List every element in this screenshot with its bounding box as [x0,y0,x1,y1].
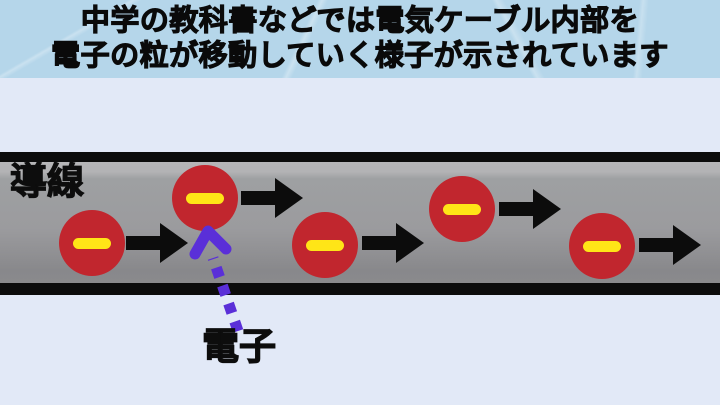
minus-icon [306,239,344,251]
cable-bottom-border [0,283,720,295]
arrowhead [160,223,188,263]
arrow-shaft [499,202,534,216]
arrow-shaft [126,236,161,250]
minus-icon [443,203,481,215]
motion-arrow-right [639,225,701,265]
electron [292,212,358,278]
arrowhead [673,225,701,265]
motion-arrow-right [126,223,188,263]
arrow-shaft [362,236,397,250]
wire-label: 導線 [9,161,84,202]
motion-arrow-right [241,178,303,218]
arrow-shaft [241,191,276,205]
motion-arrow-right [499,189,561,229]
title-line-1: 中学の教科書などでは電気ケーブル内部を [80,4,640,37]
motion-arrow-right [362,223,424,263]
minus-icon [186,192,224,204]
title-line-2: 電子の粒が移動していく様子が示されています [51,39,669,72]
electron [172,165,238,231]
cable-top-border [0,152,720,162]
electron [569,213,635,279]
minus-icon [73,237,111,249]
arrow-shaft [639,238,674,252]
minus-icon [583,240,621,252]
arrowhead [533,189,561,229]
arrowhead [275,178,303,218]
arrowhead [396,223,424,263]
title-banner: 中学の教科書などでは電気ケーブル内部を 電子の粒が移動していく様子が示されていま… [0,0,720,78]
electron [429,176,495,242]
electron [59,210,125,276]
electron-label: 電子 [201,326,276,367]
